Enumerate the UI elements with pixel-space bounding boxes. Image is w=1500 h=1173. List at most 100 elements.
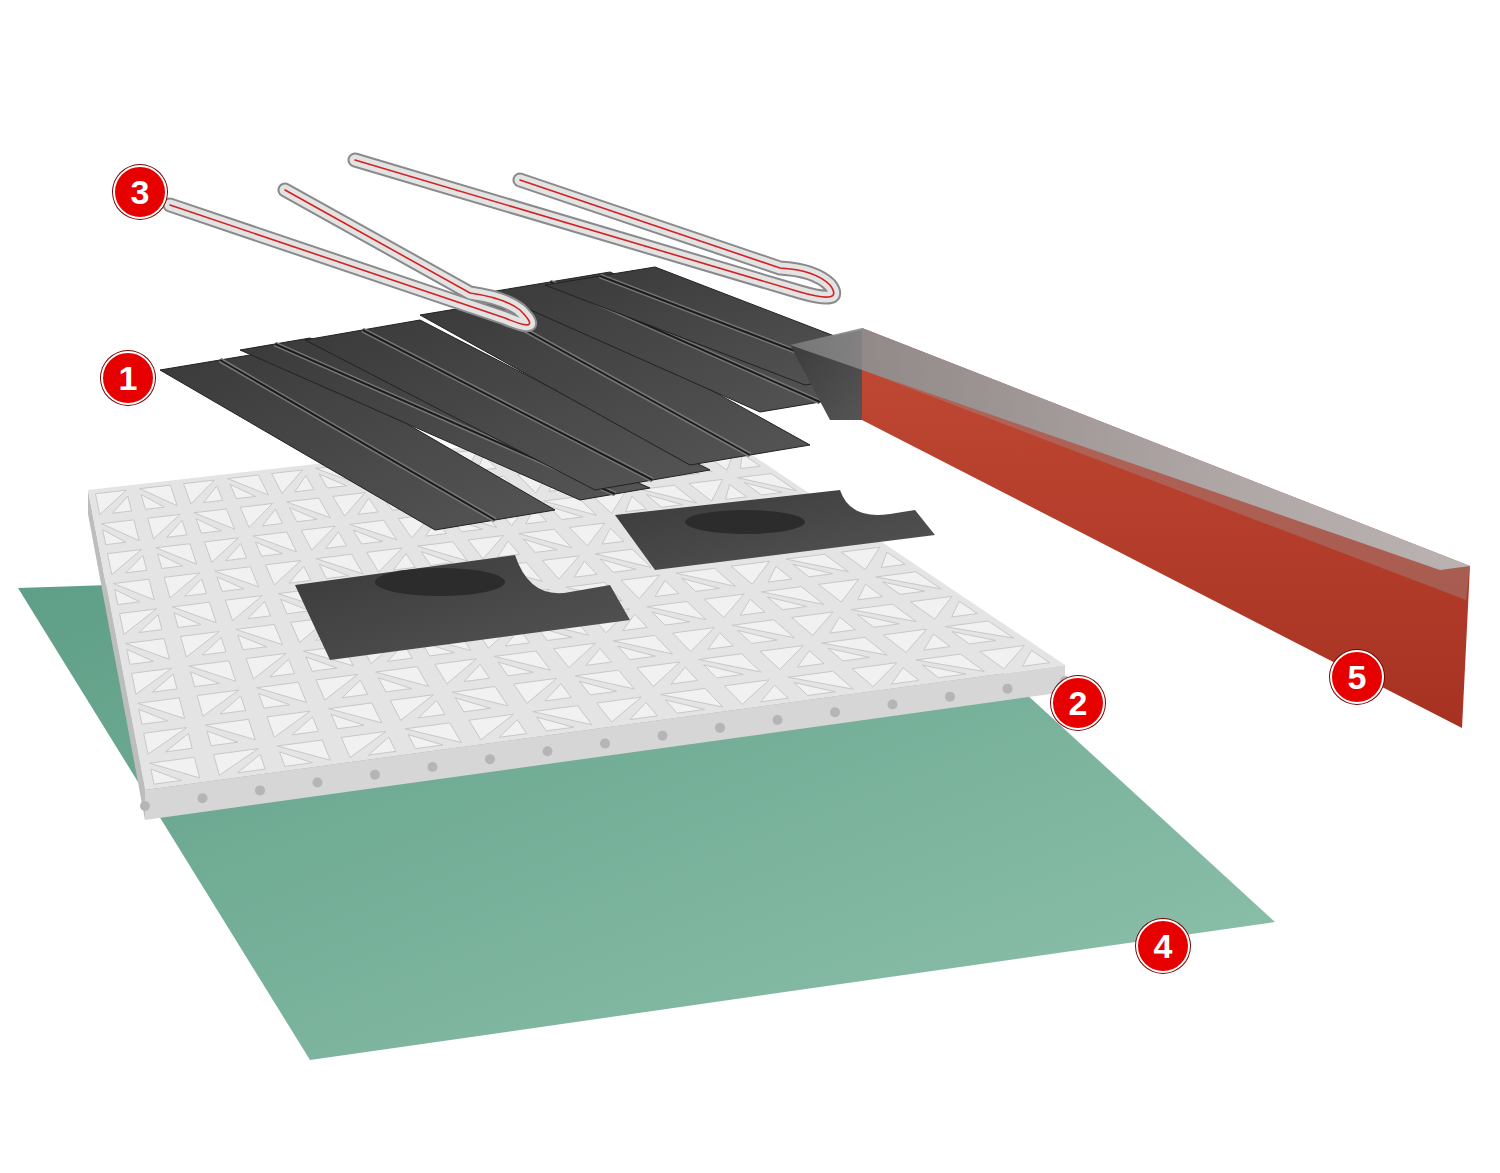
board-bump xyxy=(841,547,880,569)
board-bump xyxy=(768,566,792,582)
plate-groove xyxy=(375,568,505,596)
board-notch xyxy=(600,739,610,749)
board-bump xyxy=(295,476,314,492)
board-bump xyxy=(126,555,147,572)
board-bump xyxy=(980,645,1025,668)
board-bump xyxy=(378,678,411,692)
board-bump xyxy=(792,612,834,635)
board-bump xyxy=(549,506,583,519)
board-bump xyxy=(220,696,246,714)
board-bump xyxy=(292,717,319,735)
board-bump xyxy=(830,617,856,633)
board-bump xyxy=(112,496,131,513)
board-bump xyxy=(797,651,824,667)
board-bump xyxy=(852,663,897,687)
board-bump xyxy=(270,659,295,677)
board-bump xyxy=(883,629,926,652)
board-bump xyxy=(822,637,887,655)
board-bump xyxy=(358,498,378,514)
board-bump xyxy=(626,496,647,511)
board-bump xyxy=(167,520,187,537)
board-bump xyxy=(455,698,490,712)
board-bump xyxy=(618,646,655,659)
board-bump xyxy=(740,599,765,615)
board-bump xyxy=(519,529,572,548)
board-bump xyxy=(851,604,916,621)
board-bump xyxy=(289,508,316,522)
callout-number: 1 xyxy=(101,351,155,405)
board-bump xyxy=(499,720,526,738)
board-bump xyxy=(289,566,311,583)
board-bump xyxy=(910,596,952,619)
board-bump xyxy=(238,635,267,650)
board-notch xyxy=(428,762,438,772)
board-bump xyxy=(217,577,244,592)
board-bump xyxy=(922,665,966,678)
board-bump xyxy=(652,612,690,625)
board-bump xyxy=(881,552,905,567)
board-bump xyxy=(498,662,533,676)
board-bump xyxy=(671,667,698,684)
board-notch xyxy=(485,754,495,764)
board-bump xyxy=(744,483,782,495)
board-bump xyxy=(353,530,383,544)
pipe-stripe xyxy=(170,190,530,325)
board-bump xyxy=(204,486,223,503)
board-bump xyxy=(326,532,347,549)
return-plate xyxy=(295,555,630,660)
board-bump xyxy=(569,523,604,546)
pipe-shadow xyxy=(170,190,530,325)
board-bump xyxy=(916,654,984,671)
callout-number: 4 xyxy=(1136,919,1190,973)
board-bump xyxy=(158,554,183,569)
board-bump xyxy=(630,702,657,719)
board-bump xyxy=(924,634,951,650)
board-bump xyxy=(368,737,395,755)
board-bump xyxy=(418,700,445,718)
board-bump xyxy=(857,615,899,628)
board-bump xyxy=(498,541,520,557)
plate-groove xyxy=(685,510,805,534)
board-bump xyxy=(761,685,788,702)
board-bump xyxy=(151,769,181,784)
board-notch xyxy=(830,707,840,717)
board-bump xyxy=(738,630,778,643)
board-bump xyxy=(545,684,572,701)
strip-face xyxy=(862,328,1470,728)
heat-plates xyxy=(160,267,915,530)
callout-number: 3 xyxy=(113,165,167,219)
board-bump xyxy=(542,556,579,579)
board-bump xyxy=(647,601,706,619)
board-notch xyxy=(255,785,265,795)
board-bump xyxy=(579,681,616,695)
board-bump xyxy=(196,519,221,534)
board-bump xyxy=(207,731,238,746)
board-bump xyxy=(586,649,612,666)
heating-pipes xyxy=(170,160,834,325)
board-bump xyxy=(139,615,162,633)
board-bump xyxy=(255,542,282,556)
pipe xyxy=(355,160,834,297)
board-bump xyxy=(676,568,735,586)
board-bump xyxy=(238,754,265,772)
board-notch xyxy=(140,801,150,811)
board-bump xyxy=(646,494,682,507)
board-bump xyxy=(262,509,282,526)
pipe-shadow xyxy=(355,160,834,297)
board-bump xyxy=(786,554,848,571)
board-bump xyxy=(828,648,870,661)
pipe-stripe xyxy=(355,160,834,297)
board-bump xyxy=(731,561,770,584)
board-bump xyxy=(876,572,941,589)
board-bump xyxy=(226,544,247,561)
board-bump xyxy=(655,581,679,597)
board-bump xyxy=(139,709,168,724)
board-bump xyxy=(103,530,126,545)
board-bump xyxy=(342,680,368,698)
board-bump xyxy=(248,601,271,618)
board-bump xyxy=(726,484,747,499)
board-bump xyxy=(417,542,467,561)
board-bump xyxy=(202,637,226,655)
board-notch xyxy=(198,793,208,803)
board-bump xyxy=(704,665,743,678)
